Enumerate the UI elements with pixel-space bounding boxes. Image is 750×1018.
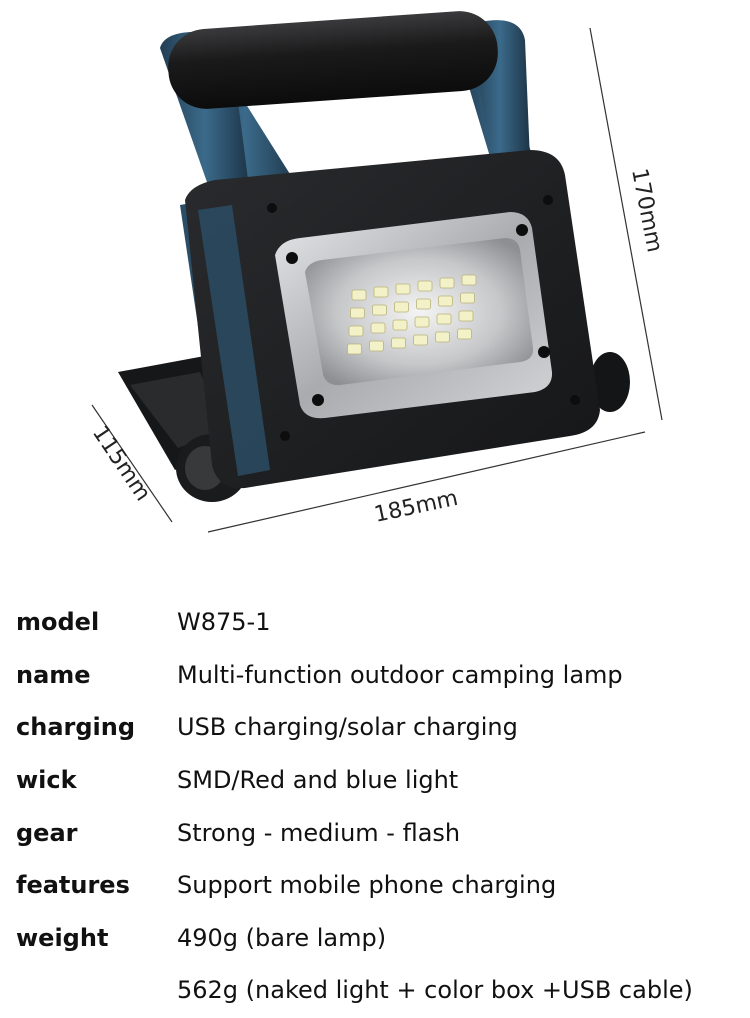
- spec-key: features: [16, 871, 130, 900]
- led-chip: [392, 319, 408, 331]
- led-chip: [370, 322, 386, 334]
- spec-row: name Multi-function outdoor camping lamp: [16, 649, 736, 702]
- spec-key: wick: [16, 766, 77, 795]
- spec-value: USB charging/solar charging: [177, 713, 518, 742]
- spec-row: model W875-1: [16, 596, 736, 649]
- spec-row: 562g (naked light + color box +USB cable…: [16, 964, 736, 1017]
- dimension-lines: [91, 27, 663, 533]
- spec-key: name: [16, 660, 91, 689]
- led-chip: [394, 301, 409, 313]
- led-chip: [414, 316, 430, 328]
- led-chip: [435, 331, 450, 343]
- led-chip: [348, 325, 364, 337]
- spec-row: features Support mobile phone charging: [16, 859, 736, 912]
- led-chip: [369, 340, 384, 352]
- led-chip: [457, 328, 472, 340]
- led-chip: [391, 337, 406, 349]
- width-dimension-line: [207, 431, 646, 533]
- lamp-body: [185, 150, 600, 489]
- carry-handle: [160, 11, 530, 205]
- depth-dimension-line: [91, 404, 173, 523]
- led-chip: [395, 283, 411, 295]
- spec-key: gear: [16, 818, 78, 847]
- spec-value: W875-1: [177, 608, 271, 637]
- spec-value: Strong - medium - flash: [177, 818, 461, 847]
- led-chip: [347, 343, 362, 355]
- spec-row: gear Strong - medium - flash: [16, 806, 736, 859]
- spec-value: SMD/Red and blue light: [177, 766, 459, 795]
- led-array: [347, 274, 477, 355]
- height-dimension-line: [589, 27, 663, 421]
- led-chip: [351, 289, 367, 301]
- led-chip: [438, 295, 453, 307]
- spec-value: 562g (naked light + color box +USB cable…: [177, 976, 693, 1005]
- led-chip: [436, 313, 452, 325]
- height-label: 170mm: [626, 166, 667, 254]
- led-chip: [372, 304, 387, 316]
- spec-value: Support mobile phone charging: [177, 871, 557, 900]
- led-chip: [458, 310, 474, 322]
- depth-label: 115mm: [87, 421, 155, 505]
- spec-row: weight 490g (bare lamp): [16, 912, 736, 965]
- led-chip: [350, 307, 365, 319]
- led-chip: [460, 292, 475, 304]
- spec-row: wick SMD/Red and blue light: [16, 754, 736, 807]
- led-chip: [373, 286, 389, 298]
- spec-key: model: [16, 608, 100, 637]
- spec-key: weight: [16, 923, 109, 952]
- spec-value: 490g (bare lamp): [177, 923, 387, 952]
- spec-value: Multi-function outdoor camping lamp: [177, 660, 623, 689]
- spec-row: charging USB charging/solar charging: [16, 701, 736, 754]
- led-chip: [461, 274, 477, 286]
- spec-key: charging: [16, 713, 136, 742]
- spec-table: model W875-1 name Multi-function outdoor…: [16, 596, 736, 1017]
- led-chip: [413, 334, 428, 346]
- width-label: 185mm: [372, 486, 460, 528]
- work-light-illustration: 170mm 185mm 115mm: [87, 11, 667, 533]
- led-chip: [417, 280, 433, 292]
- led-chip: [416, 298, 431, 310]
- led-chip: [439, 277, 455, 289]
